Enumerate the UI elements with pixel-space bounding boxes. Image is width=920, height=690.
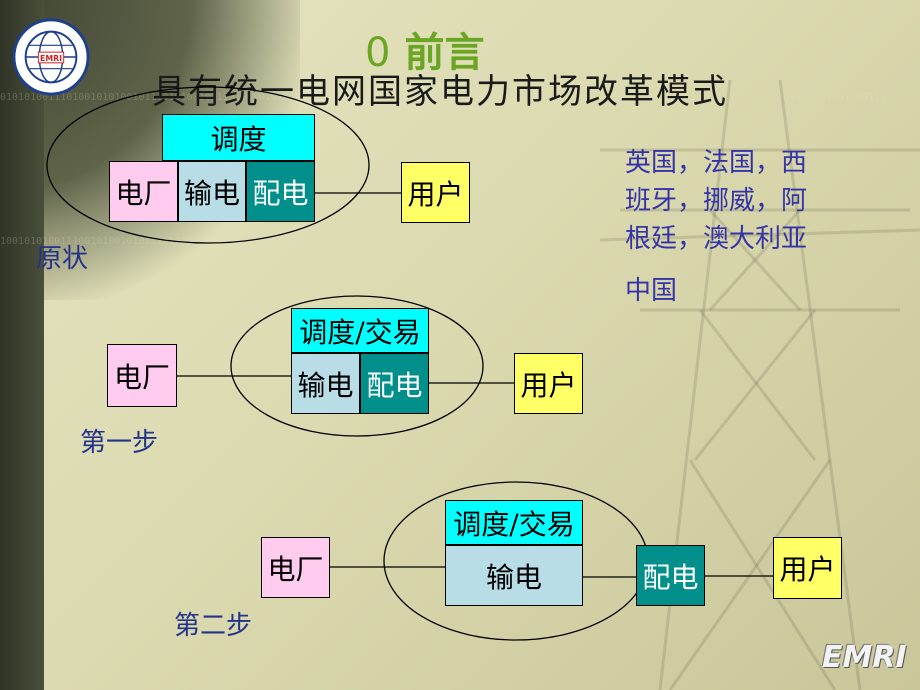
stage-2-transmission-box: 输电: [445, 545, 583, 606]
stage-1-transmission-box: 输电: [291, 353, 360, 414]
footer-brand: EMRI: [822, 640, 907, 675]
stage-1-distribution-box: 配电: [360, 353, 429, 414]
background-binary-pattern: 0110101001010110: [790, 92, 887, 103]
stage-0-user-box: 用户: [401, 162, 470, 223]
background-binary-pattern: 1001010100111001010010101110101001010100: [0, 236, 241, 247]
stage-0-transmission-box: 输电: [178, 161, 246, 222]
stage-2-user-box: 用户: [773, 537, 842, 599]
background-binary-pattern: 0101010011101001010100101110101001011101…: [0, 92, 422, 103]
stage-2-distribution-box: 配电: [636, 545, 705, 606]
stage-0-ellipse: [46, 86, 370, 244]
main-title: 具有统一电网国家电力市场改革模式: [152, 72, 728, 112]
stage-0-label: 原状: [36, 244, 89, 274]
countries-line-3: 根廷，澳大利亚: [625, 224, 808, 254]
stage-0-dispatch-box: 调度: [162, 114, 315, 161]
stage-1-plant-box: 电厂: [107, 344, 177, 407]
power-tower-watermark-icon: [600, 79, 920, 690]
countries-china: 中国: [625, 276, 678, 306]
stage-1-label: 第一步: [80, 428, 159, 458]
section-title: 前言: [404, 29, 485, 76]
countries-line-1: 英国，法国，西: [625, 148, 808, 178]
svg-text:EMRI: EMRI: [40, 54, 62, 63]
section-number: 0: [365, 30, 391, 76]
stage-1-ellipse: [230, 295, 484, 437]
stage-2-label: 第二步: [174, 611, 253, 641]
stage-2-dispatch-box: 调度/交易: [445, 500, 583, 545]
stage-0-plant-box: 电厂: [109, 161, 178, 222]
stage-2-plant-box: 电厂: [261, 537, 330, 598]
countries-line-2: 班牙，挪威，阿: [625, 186, 808, 216]
stage-1-dispatch-box: 调度/交易: [291, 308, 429, 353]
background-left-band: [0, 0, 44, 690]
stage-1-user-box: 用户: [514, 353, 583, 414]
stage-0-distribution-box: 配电: [246, 161, 315, 222]
institute-logo: EMRI: [12, 18, 90, 96]
section-heading: 0 前言: [365, 20, 484, 78]
